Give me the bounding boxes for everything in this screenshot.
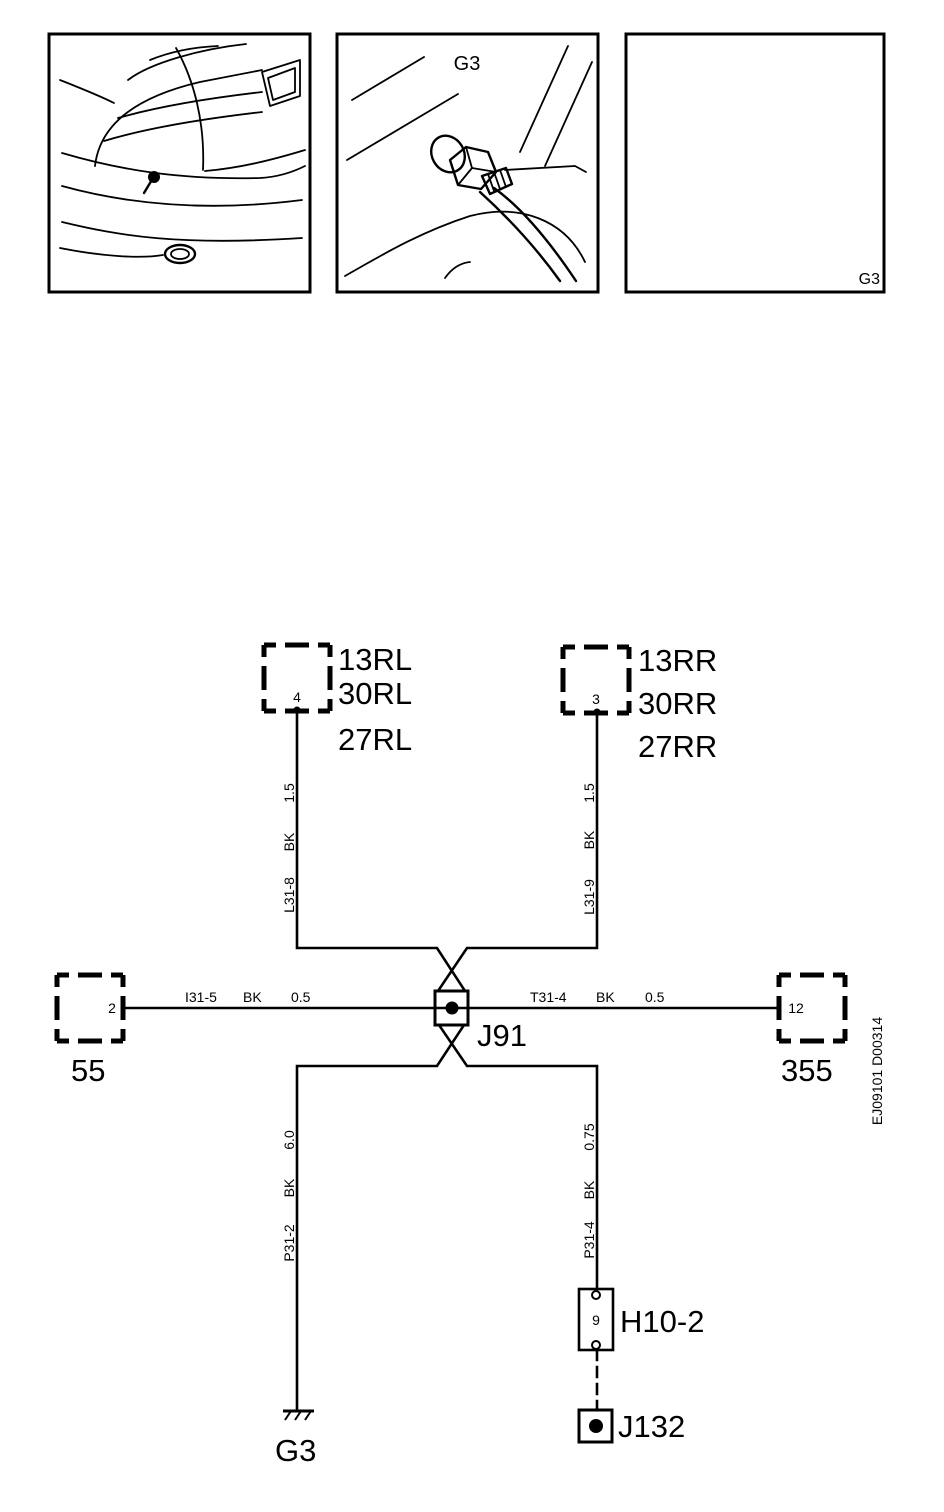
connector-rear-left-label-3: 27RL <box>338 722 412 757</box>
wire-rear-left-id: L31-8 <box>281 877 297 913</box>
drawing-code: EJ09101 D00314 <box>869 1017 885 1125</box>
connector-rear-left-pin-dot <box>293 706 301 714</box>
lead-line <box>504 165 587 173</box>
ground-g3: G3 <box>275 1409 316 1468</box>
connector-355: 12 355 <box>776 972 848 1088</box>
ground-screw-icon <box>142 171 160 195</box>
panel-reference-label: G3 <box>859 271 880 288</box>
wire-ground-size: 6.0 <box>281 1130 297 1150</box>
connector-h10-2: 9 H10-2 <box>577 1287 704 1352</box>
bumper-line-4 <box>59 247 164 258</box>
connector-h10-2-label: H10-2 <box>620 1304 704 1339</box>
wire-left-id: I31-5 <box>185 989 217 1005</box>
connector-h10-2-pin-top <box>591 1290 601 1300</box>
wire-right-color: BK <box>596 989 615 1005</box>
splice-j132-label: J132 <box>618 1409 685 1444</box>
wire-rear-right <box>436 711 599 993</box>
body-line-2 <box>346 93 459 161</box>
body-line-4 <box>544 61 593 167</box>
splice-j132-box <box>577 1408 614 1444</box>
bumper-line-3 <box>61 221 303 242</box>
wire-labels-left: I31-5 BK 0.5 <box>185 989 311 1005</box>
wire-harness <box>478 186 578 283</box>
wire-left-color: BK <box>243 989 262 1005</box>
wire-labels-rear-right: 1.5 BK L31-9 <box>581 783 597 915</box>
connector-rear-right-label-1: 13RR <box>638 643 717 678</box>
connector-rear-right-label-3: 27RR <box>638 729 717 764</box>
bolt-icon <box>429 134 514 196</box>
wire-left-size: 0.5 <box>291 989 311 1005</box>
wire-rear-left-size: 1.5 <box>281 783 297 803</box>
connector-rear-left-label-1: 13RL <box>338 642 412 677</box>
connector-rear-left-pin: 4 <box>293 689 301 705</box>
wire-labels-h10: 0.75 BK P31-4 <box>581 1123 597 1259</box>
wire-labels-ground: 6.0 BK P31-2 <box>281 1130 297 1262</box>
ground-bolt-illustration <box>344 45 593 283</box>
wire-h10 <box>437 1023 599 1291</box>
splice-j132: J132 <box>577 1408 685 1444</box>
splice-j91-label: J91 <box>477 1018 527 1053</box>
connector-355-box <box>776 972 848 1044</box>
roof-line-inner <box>149 45 219 61</box>
wire-labels-right: T31-4 BK 0.5 <box>530 989 665 1005</box>
connector-55-box <box>54 972 126 1044</box>
splice-j132-dot <box>589 1419 603 1433</box>
splice-j91: J91 <box>433 989 527 1053</box>
wire-right-id: T31-4 <box>530 989 567 1005</box>
tail-lamp-divider <box>175 47 205 171</box>
tail-lamp-band-lower <box>103 111 263 142</box>
ground-icon <box>283 1409 314 1421</box>
ground-g3-label: G3 <box>275 1433 316 1468</box>
panel-ground-detail: G3 <box>335 32 600 294</box>
connector-355-pin: 12 <box>788 1000 804 1016</box>
wire-labels-rear-left: 1.5 BK L31-8 <box>281 783 297 913</box>
wire-rear-right-size: 1.5 <box>581 783 597 803</box>
connector-rear-right-pin-dot <box>593 708 601 716</box>
connector-rear-right-label-2: 30RR <box>638 686 717 721</box>
wire-rear-right-id: L31-9 <box>581 879 597 915</box>
bumper-line-2 <box>61 185 303 207</box>
bumper-line-1 <box>61 152 306 180</box>
roof-line <box>127 43 247 81</box>
connector-rear-left: 4 13RL 30RL 27RL <box>261 642 412 757</box>
wire-ground-id: P31-2 <box>281 1224 297 1262</box>
body-edge-left <box>59 79 115 104</box>
connector-h10-2-pin: 9 <box>592 1312 600 1328</box>
connector-55: 2 55 <box>54 972 126 1088</box>
panel-ground-detail-label: G3 <box>454 53 481 75</box>
tail-lamp-outline <box>94 69 263 167</box>
plate-recess-inner <box>267 67 296 101</box>
bumper-top-edge <box>204 149 306 172</box>
wire-h10-id: P31-4 <box>581 1221 597 1259</box>
body-panel-curve <box>344 210 586 277</box>
wire-rear-right-color: BK <box>581 830 597 849</box>
body-line-3 <box>519 45 569 153</box>
tail-lamp-band-upper <box>117 91 263 119</box>
connector-355-label: 355 <box>781 1053 833 1088</box>
car-rear-illustration <box>59 43 306 265</box>
panel-reference: G3 <box>624 32 886 294</box>
exhaust-pipe-icon <box>163 243 197 265</box>
wire-rear-left-color: BK <box>281 832 297 851</box>
connector-55-label: 55 <box>71 1053 105 1088</box>
plate-recess-outer <box>261 59 301 107</box>
panel-reference-frame <box>624 32 886 294</box>
wire-h10-size: 0.75 <box>581 1123 597 1150</box>
splice-j91-dot <box>445 1001 459 1015</box>
body-line-1 <box>351 56 425 101</box>
wire-right-size: 0.5 <box>645 989 665 1005</box>
connector-rear-left-label-2: 30RL <box>338 676 412 711</box>
connector-h10-2-pin-bottom <box>591 1340 601 1350</box>
wire-ground-color: BK <box>281 1178 297 1197</box>
body-panel-curve-small <box>444 261 471 279</box>
connector-rear-right: 3 13RR 30RR 27RR <box>560 643 717 764</box>
connector-55-pin: 2 <box>108 1000 116 1016</box>
wire-h10-color: BK <box>581 1180 597 1199</box>
connector-rear-right-pin: 3 <box>592 691 600 707</box>
panel-car-location <box>47 32 312 294</box>
wire-ground <box>295 1023 466 1412</box>
